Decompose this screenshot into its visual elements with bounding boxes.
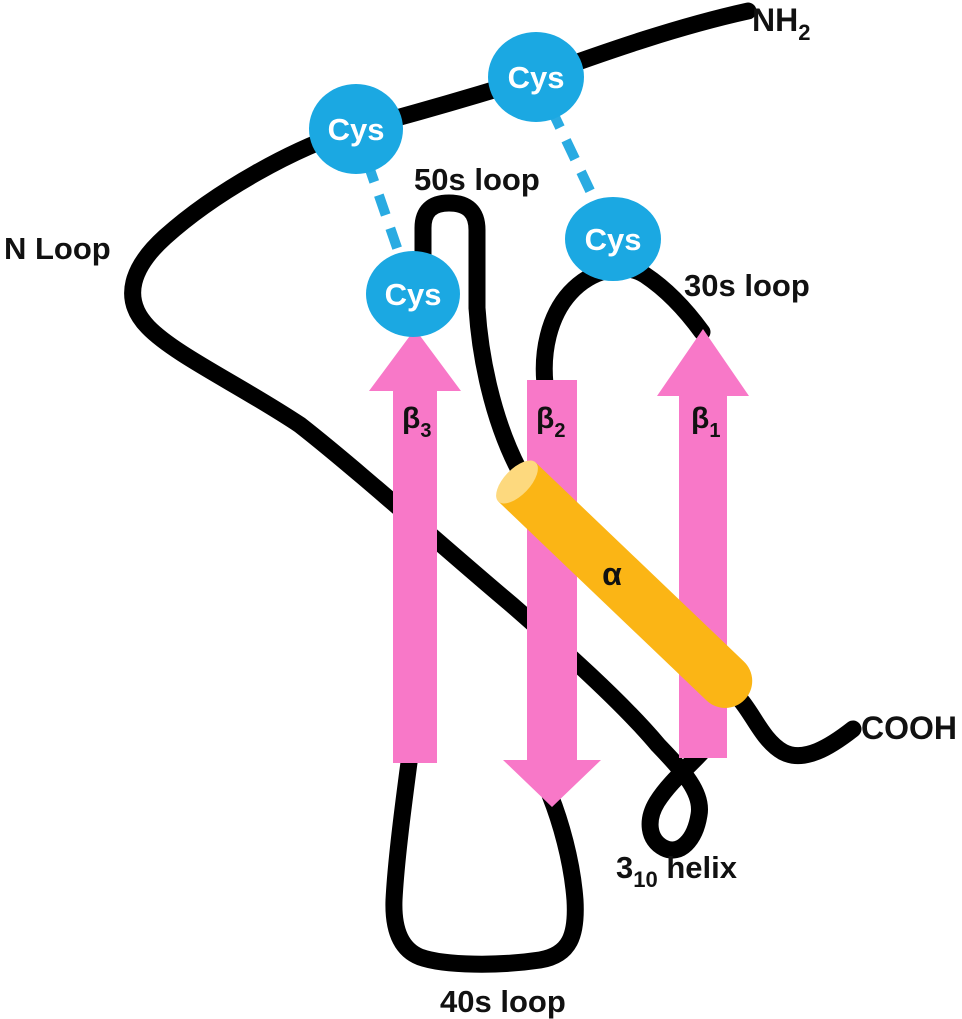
cysteine-4: Cys [565, 197, 661, 281]
n-terminus-label: NH2 [752, 2, 810, 45]
310-rest: helix [658, 850, 738, 885]
n-loop-label: N Loop [4, 231, 111, 266]
cysteine-2-label: Cys [508, 60, 565, 95]
backbone-c-terminal-tail [729, 688, 862, 765]
beta1-main: β [691, 402, 709, 435]
backbone-40s-loop [385, 746, 584, 973]
cysteine-1-label: Cys [328, 112, 385, 147]
backbone-50s-loop [414, 194, 528, 479]
cysteine-1-circle [309, 84, 403, 174]
annotations: NH2 N Loop 50s loop 30s loop 40s loop 31… [4, 2, 957, 1019]
cysteine-2-circle [488, 32, 584, 122]
beta3-subscript: 3 [420, 420, 431, 442]
alpha-helix-end-cap [496, 460, 538, 504]
50s-loop-label: 50s loop [414, 162, 540, 197]
alpha-helix-body [498, 462, 753, 708]
beta2-main: β [536, 402, 554, 435]
cysteine-3: Cys [366, 251, 460, 337]
beta3-main: β [402, 402, 420, 435]
beta1-label: β1 [691, 402, 720, 442]
beta3-strand-arrow [369, 329, 461, 763]
cysteine-4-circle [565, 197, 661, 281]
alpha-helix-cylinder [496, 460, 753, 708]
310-helix-label: 310 helix [616, 850, 738, 892]
cysteine-residues: Cys Cys Cys Cys [309, 32, 661, 337]
cysteine-4-label: Cys [585, 222, 642, 257]
beta2-label: β2 [536, 402, 565, 442]
cysteine-1: Cys [309, 84, 403, 174]
30s-loop-label: 30s loop [684, 268, 810, 303]
beta3-label: β3 [402, 402, 431, 442]
cysteine-3-label: Cys [385, 277, 442, 312]
nh2-subscript: 2 [798, 20, 810, 45]
backbone-n-terminus-to-beta1 [124, 2, 757, 859]
40s-loop-label: 40s loop [440, 984, 566, 1019]
cysteine-3-circle [366, 251, 460, 337]
beta1-subscript: 1 [709, 420, 720, 442]
beta-strands [369, 329, 749, 807]
cysteine-2: Cys [488, 32, 584, 122]
alpha-helix-label: α [602, 556, 622, 592]
beta2-subscript: 2 [554, 420, 565, 442]
nh2-text: NH [752, 2, 798, 38]
310-subscript: 10 [633, 867, 657, 892]
c-terminus-label: COOH [861, 710, 957, 746]
310-num: 3 [616, 850, 633, 885]
